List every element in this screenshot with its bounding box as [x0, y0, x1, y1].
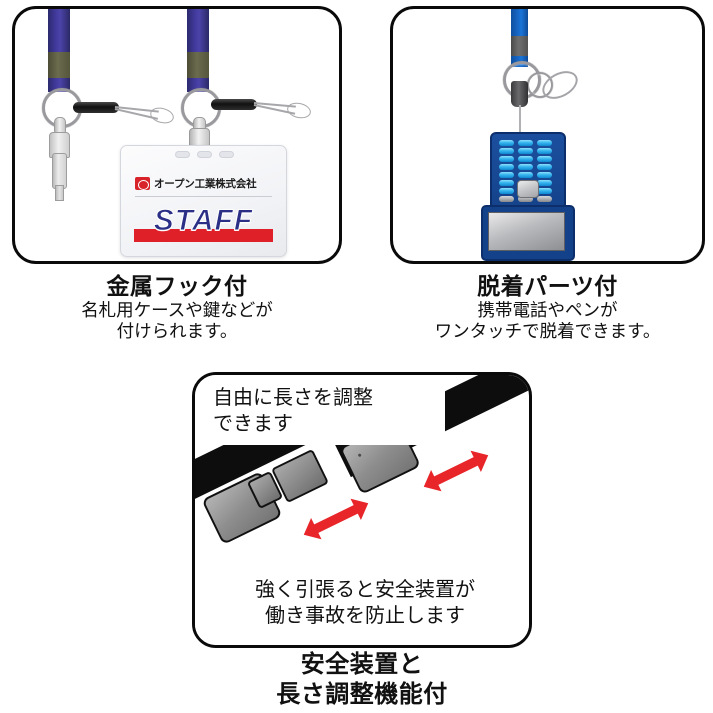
badge-staff-label: STAFF	[153, 204, 254, 238]
phone-key	[518, 148, 533, 154]
split-ring-secondary-icon	[527, 72, 553, 98]
caption-metal-hook: 金属フック付 名札用ケースや鍵などが 付けられます。	[12, 272, 342, 343]
caption-headline: 脱着パーツ付	[477, 273, 618, 299]
caption-detachable-part: 脱着パーツ付 携帯電話やペンが ワンタッチで脱着できます。	[385, 272, 710, 343]
lanyard-strap-icon	[511, 9, 528, 36]
phone-key	[518, 156, 533, 162]
phone-key-function	[518, 196, 533, 202]
metal-hook-icon	[73, 102, 119, 113]
phone-key	[537, 148, 552, 154]
lanyard-strap-patch-icon	[187, 52, 209, 78]
inner-text-top-line-1: 自由に長さを調整	[213, 387, 373, 409]
panel-detachable-part	[390, 6, 705, 264]
key-blade-icon	[52, 153, 67, 189]
caption-headline-line-1: 安全装置と	[300, 651, 424, 678]
bottom-text-backdrop	[195, 571, 529, 645]
phone-key	[518, 140, 533, 146]
inner-text-bottom-line-2: 働き事故を防止します	[265, 605, 465, 627]
caption-line-1: 名札用ケースや鍵などが	[81, 300, 273, 321]
inner-text-bottom: 強く引張ると安全装置が 働き事故を防止します	[195, 577, 529, 629]
phone-key	[537, 172, 552, 178]
hook-wire-loop-icon	[285, 100, 313, 121]
caption-line-1: 携帯電話やペンが	[477, 300, 618, 321]
phone-keypad	[499, 140, 552, 202]
phone-key	[499, 148, 514, 154]
phone-key	[499, 156, 514, 162]
phone-key	[499, 140, 514, 146]
badge-slot-icon	[175, 151, 190, 158]
badge-slot-icon	[219, 151, 234, 158]
open-kogyo-logo	[135, 177, 150, 190]
panel-metal-hook: オープン工業株式会社 STAFF	[12, 6, 342, 264]
key-tip-icon	[55, 185, 64, 201]
phone-key	[499, 188, 514, 194]
badge-slot-icon	[197, 151, 212, 158]
phone-key	[537, 156, 552, 162]
phone-key	[537, 164, 552, 170]
caption-headline: 金属フック付	[106, 273, 248, 299]
inner-text-top: 自由に長さを調整 できます	[213, 385, 373, 437]
phone-screen	[488, 212, 565, 251]
phone-center-button	[517, 180, 539, 198]
metal-hook-icon	[211, 99, 257, 110]
phone-key	[518, 172, 533, 178]
caption-line-2: ワンタッチで脱着できます。	[434, 321, 661, 342]
phone-key-function	[537, 196, 552, 202]
phone-key	[499, 172, 514, 178]
lanyard-strap-icon	[48, 9, 70, 52]
phone-key	[537, 188, 552, 194]
phone-screen-housing	[481, 205, 575, 261]
caption-line-2: 付けられます。	[116, 321, 238, 342]
double-arrow-icon	[300, 494, 372, 544]
id-badge-icon: オープン工業株式会社 STAFF	[120, 145, 287, 257]
phone-key	[499, 180, 514, 186]
buckle-rivet-icon	[357, 453, 362, 458]
panel-safety-device: 自由に長さを調整 できます 強く引張ると安全装置が 働き事故を防止します	[192, 372, 532, 648]
caption-safety-device: 安全装置と 長さ調整機能付	[192, 650, 532, 710]
mobile-phone-icon	[490, 132, 566, 214]
connector-wire-icon	[518, 105, 521, 135]
inner-text-bottom-line-1: 強く引張ると安全装置が	[255, 579, 475, 601]
badge-company-name: オープン工業株式会社	[154, 178, 257, 190]
phone-key	[518, 164, 533, 170]
lanyard-strap-patch-icon	[48, 52, 70, 78]
hook-wire-loop-icon	[148, 105, 176, 126]
top-text-backdrop	[195, 375, 445, 445]
badge-company-row: オープン工業株式会社	[135, 176, 257, 191]
inner-text-top-line-2: できます	[213, 413, 293, 435]
phone-key-function	[499, 196, 514, 202]
caption-headline-line-2: 長さ調整機能付	[276, 681, 448, 708]
double-arrow-icon	[420, 446, 492, 496]
lanyard-strap-icon	[187, 9, 209, 52]
lanyard-strap-patch-icon	[511, 36, 528, 56]
phone-key	[499, 164, 514, 170]
oval-hook-icon	[537, 65, 583, 105]
badge-divider	[135, 196, 272, 197]
detachable-buckle-icon	[511, 81, 528, 107]
phone-key	[537, 140, 552, 146]
badge-staff-band	[134, 229, 273, 242]
phone-key	[537, 180, 552, 186]
